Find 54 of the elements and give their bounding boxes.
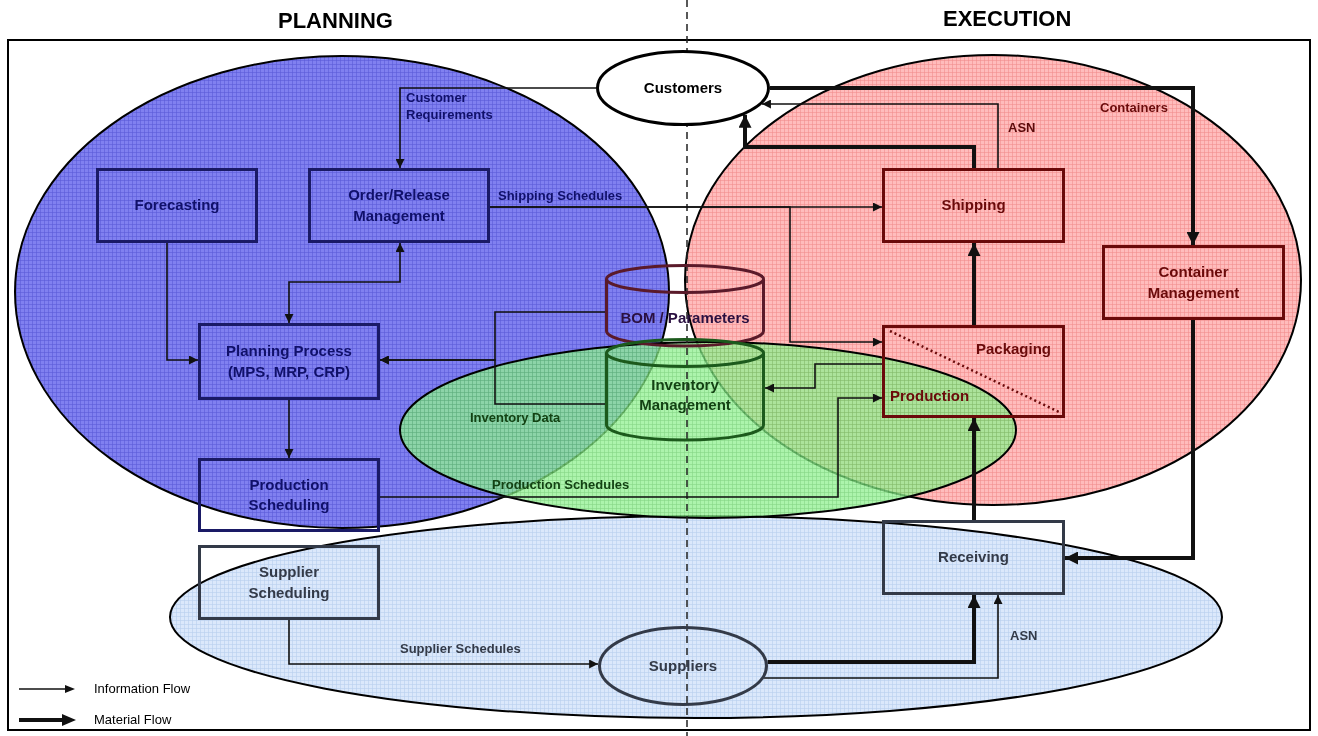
edge-label: Shipping Schedules <box>498 188 623 205</box>
edge-label: ASN <box>1010 628 1038 645</box>
arrow <box>379 355 606 405</box>
process-box <box>308 168 490 243</box>
arrow <box>770 86 1200 245</box>
arrow <box>967 418 981 520</box>
arrow <box>284 399 294 459</box>
entity-ellipse <box>596 50 770 126</box>
arrow <box>284 242 405 324</box>
arrow <box>761 99 999 169</box>
arrow <box>288 619 599 669</box>
legend-label: Material Flow <box>94 712 172 727</box>
node-label: Suppliers <box>648 655 718 676</box>
database-cylinder <box>605 338 765 440</box>
arrow <box>489 206 883 347</box>
node-label: Production Scheduling <box>247 474 331 515</box>
process-box <box>198 545 380 620</box>
node-label: Order/Release Management <box>347 185 451 226</box>
node-label: Receiving <box>938 547 1009 568</box>
process-box <box>198 323 380 400</box>
process-box <box>882 168 1065 243</box>
edge-label: Supplier Schedules <box>400 641 521 658</box>
edge-label: Production Schedules <box>492 477 630 494</box>
arrow <box>379 393 883 498</box>
legend-label: Information Flow <box>94 681 191 696</box>
node-label: Packaging <box>975 339 1051 359</box>
node-label: Customers <box>643 77 723 98</box>
arrow <box>763 594 1003 679</box>
arrow <box>166 242 199 365</box>
node-label: Container Management <box>1146 262 1241 303</box>
database-cylinder <box>605 264 765 346</box>
node-label: Forecasting <box>134 195 220 216</box>
node-label: Inventory Management <box>638 374 732 415</box>
node-label: Planning Process (MPS, MRP, CRP) <box>225 341 353 382</box>
arrow <box>738 114 976 168</box>
node-label: Supplier Scheduling <box>247 562 331 603</box>
arrow <box>1065 320 1195 565</box>
arrow <box>395 87 597 169</box>
edge-label: Inventory Data <box>470 410 561 427</box>
edge-label: ASN <box>1008 120 1036 137</box>
process-box <box>198 458 380 532</box>
process-box <box>96 168 258 243</box>
arrow <box>767 595 981 664</box>
edge-label: Containers <box>1100 100 1168 117</box>
entity-ellipse <box>598 626 768 706</box>
process-box <box>882 520 1065 595</box>
arrow <box>967 243 981 325</box>
node-label: Production <box>890 385 970 406</box>
section-heading: EXECUTION <box>943 6 1072 32</box>
edge-label: Customer Requirements <box>406 90 494 124</box>
process-box <box>1102 245 1285 320</box>
section-heading: PLANNING <box>278 8 393 34</box>
node-label: Shipping <box>941 195 1006 216</box>
arrow <box>764 363 883 393</box>
